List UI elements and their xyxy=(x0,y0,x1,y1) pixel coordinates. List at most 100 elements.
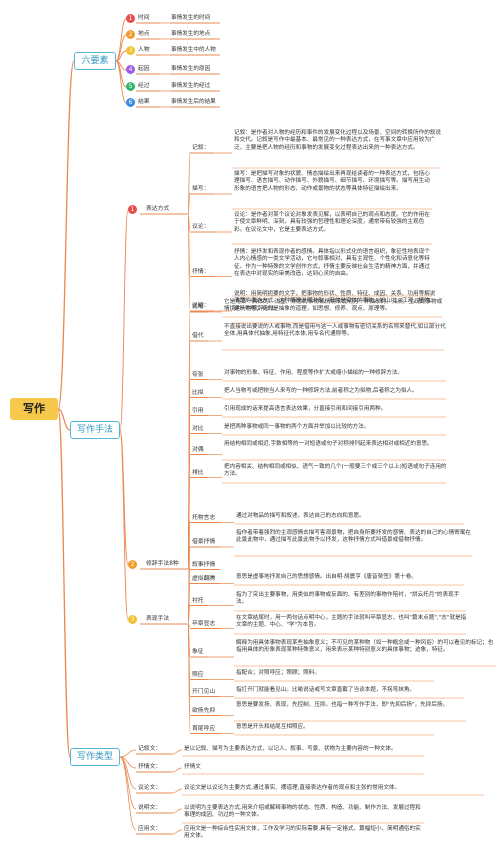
section-writing-types[interactable]: 写作类型 xyxy=(70,748,120,766)
connector-line xyxy=(115,50,127,62)
six-element-label[interactable]: 结果 xyxy=(138,99,150,105)
method-item-desc: 说明：用简明扼要的文字，把事物的形状、性质、特征、成因、关系、功用等解说清楚的表… xyxy=(234,291,436,312)
six-element-desc: 事情发生的时间 xyxy=(171,15,211,21)
method-item-label[interactable]: 卒章显志 xyxy=(192,620,216,627)
type-label[interactable]: 抒情文： xyxy=(138,764,162,770)
method-item-label[interactable]: 对偶 xyxy=(192,446,204,453)
method-item-label[interactable]: 描写： xyxy=(192,186,210,192)
method-item-desc: 对事物的形象、特征、作用、程度等作扩大或缩小描绘的一种修辞方法。 xyxy=(224,370,404,376)
method-item-label[interactable]: 记叙： xyxy=(192,145,210,151)
connector-line xyxy=(57,408,71,431)
root-node[interactable]: 写作 xyxy=(10,398,58,420)
method-item-label[interactable]: 叙事抒情 xyxy=(192,561,216,568)
connector-line xyxy=(171,829,183,835)
method-item-label[interactable]: 借景抒情 xyxy=(192,539,216,545)
connector-line xyxy=(119,756,137,810)
connector-line xyxy=(115,34,127,62)
six-element-desc: 事情发生后的结果 xyxy=(171,99,216,105)
method-item-label[interactable]: 欲扬先抑 xyxy=(192,707,216,714)
method-item-desc: 记叙：是作者对人物的经历和事件的发展变化过程以及场景、空间的转换所作的叙说和交代… xyxy=(234,130,441,151)
method-item-desc: 指打开门就能看见山。比喻说话或写文章直截了当谈本题，不拐弯抹角。 xyxy=(236,687,416,693)
method-item-desc: 通过对物品的描写和叙述，表达自己的志向和意愿。 xyxy=(236,513,365,519)
connector-line xyxy=(187,623,191,733)
method-item-label[interactable]: 象征 xyxy=(192,649,204,655)
method-item-desc: 解释为用具体事物表现某些抽象意义；不可见的某种物（如一种概念或一种风俗）的可以看… xyxy=(236,640,494,654)
method-item-desc: 引用现成的话来提高语言表达效果，分直接引用和间接引用两种。 xyxy=(224,406,387,412)
method-item-label[interactable]: 比拟 xyxy=(192,389,204,396)
connector-line xyxy=(119,429,129,566)
method-item-desc: 是把两种事物或同一事物的两个方面并举加以比较的方法。 xyxy=(224,424,370,430)
method-item-label[interactable]: 说明： xyxy=(192,303,210,309)
section-six-elements[interactable]: 六要素 xyxy=(74,52,116,70)
six-element-desc: 事情发生的原因 xyxy=(171,66,211,72)
six-element-desc: 事情发生的地点 xyxy=(171,31,211,37)
method-number: 1 xyxy=(128,205,137,214)
method-item-desc: 它是用某一具体的、浅显、熟悉的事物或情境来说明另一种抽象的、深奥、生疏的事物或情… xyxy=(224,299,443,313)
type-label[interactable]: 应用文： xyxy=(138,826,162,832)
method-item-label[interactable]: 开门见山 xyxy=(192,688,216,695)
method-item-desc: 指作者带着强烈的主观感情去描写客观景物，把自身所要抒发的感情、表达的自己的心情寄… xyxy=(236,530,471,544)
method-item-desc: 不直接说出要说的人或事物,而是借用与这一人或事物有密切关系的名称来替代,如以部分… xyxy=(224,324,446,338)
method-item-label[interactable]: 比喻 xyxy=(192,304,204,310)
method-item-desc: 用结构相同或相近,字数相等的一对短语或句子对称排列起来表达相对或相近的意思。 xyxy=(224,441,433,447)
connector-line xyxy=(171,749,183,755)
six-element-number: 4 xyxy=(126,65,135,74)
connector-line xyxy=(119,429,129,621)
six-element-label[interactable]: 时间 xyxy=(138,15,150,21)
method-item-label[interactable]: 借代 xyxy=(192,333,204,339)
type-desc: 应用文是一种综合性实用文体，工作及学习的实际需要,具有一定格式、篇幅短小、简明通… xyxy=(184,826,421,840)
method-category-label[interactable]: 修辞手法8种 xyxy=(146,561,179,567)
method-item-label[interactable]: 议论： xyxy=(192,224,210,230)
connector-line xyxy=(115,18,127,62)
method-item-desc: 意思是虚事地抒发自己的思想感情。出自明·胡震亨《唐音癸签》第十卷。 xyxy=(236,574,417,580)
connector-line xyxy=(187,476,191,570)
method-item-label[interactable]: 照应 xyxy=(192,671,204,678)
method-item-label[interactable]: 抒情： xyxy=(192,268,210,275)
connector-line xyxy=(119,749,137,758)
type-desc: 以说明为主要表达方式,用来介绍或解释事物的状态、性质、构造、功能、制作方法、发展… xyxy=(184,805,421,819)
connector-line xyxy=(171,808,183,814)
method-number: 2 xyxy=(128,560,137,569)
method-item-label[interactable]: 引用 xyxy=(192,407,204,414)
connector-line xyxy=(187,213,191,311)
section-writing-methods[interactable]: 写作手法 xyxy=(70,421,120,439)
connector-line xyxy=(115,60,127,104)
method-item-label[interactable]: 衬托 xyxy=(192,597,204,604)
method-category-label[interactable]: 表现手法 xyxy=(146,616,170,622)
six-element-label[interactable]: 人物 xyxy=(138,47,150,53)
method-number: 3 xyxy=(128,615,137,624)
six-element-number: 2 xyxy=(126,30,135,39)
connector-line xyxy=(119,209,129,431)
connector-line xyxy=(187,192,191,215)
type-label[interactable]: 说明文： xyxy=(138,805,162,811)
method-item-desc: 在文章结尾时，用一两句话点明中心，主题的手法就叫卒章显志，也叫"篇末点题","志… xyxy=(236,615,467,629)
connector-line xyxy=(57,408,71,758)
method-item-desc: 指配合；对照呼应；照顾；照料。 xyxy=(236,670,320,676)
connector-line xyxy=(171,767,183,773)
method-item-label[interactable]: 托物言志 xyxy=(192,514,216,521)
method-item-desc: 描写：是把描写对象的状貌、情态描绘出来再现给读者的一种表达方式，包括心理描写、语… xyxy=(234,171,430,192)
method-item-label[interactable]: 对比 xyxy=(192,425,204,432)
six-element-number: 5 xyxy=(126,82,135,91)
method-item-desc: 意思是要发扬、表现，先控制、压抑。也指一种写作手法，即"先抑后扬"，先抑后扬。 xyxy=(236,702,449,708)
type-desc: 是以记叙、描写为主要表达方式，以记人、叙事、写景、状物为主要内容的一种文体。 xyxy=(184,746,397,752)
method-item-label[interactable]: 排比 xyxy=(192,469,204,476)
six-element-desc: 事情发生中的人物 xyxy=(171,47,216,53)
type-label[interactable]: 记叙文： xyxy=(138,746,162,752)
six-element-label[interactable]: 经过 xyxy=(138,83,150,89)
method-item-label[interactable]: 虚拟翻腾 xyxy=(192,575,216,582)
method-item-label[interactable]: 首尾呼应 xyxy=(192,725,216,732)
method-item-label[interactable]: 夸张 xyxy=(192,371,204,378)
method-item-desc: 把人当物写或把物当人来写的一种修辞方法,前者称之为拟物,后者称之为拟人。 xyxy=(224,388,418,394)
six-element-number: 3 xyxy=(126,46,135,55)
six-element-label[interactable]: 地点 xyxy=(138,31,150,37)
type-label[interactable]: 议论文： xyxy=(138,785,162,791)
method-category-label[interactable]: 表达方式 xyxy=(146,206,170,212)
six-element-label[interactable]: 起因 xyxy=(138,66,150,72)
six-element-desc: 事情发生的经过 xyxy=(171,83,211,89)
connector-line xyxy=(57,60,75,410)
connector-line xyxy=(171,788,183,794)
connector-line xyxy=(119,756,137,831)
method-item-desc: 把内容相关、结构相同或相似、语气一致的几个(一般要三个或三个以上)短语或句子连用… xyxy=(224,464,447,478)
